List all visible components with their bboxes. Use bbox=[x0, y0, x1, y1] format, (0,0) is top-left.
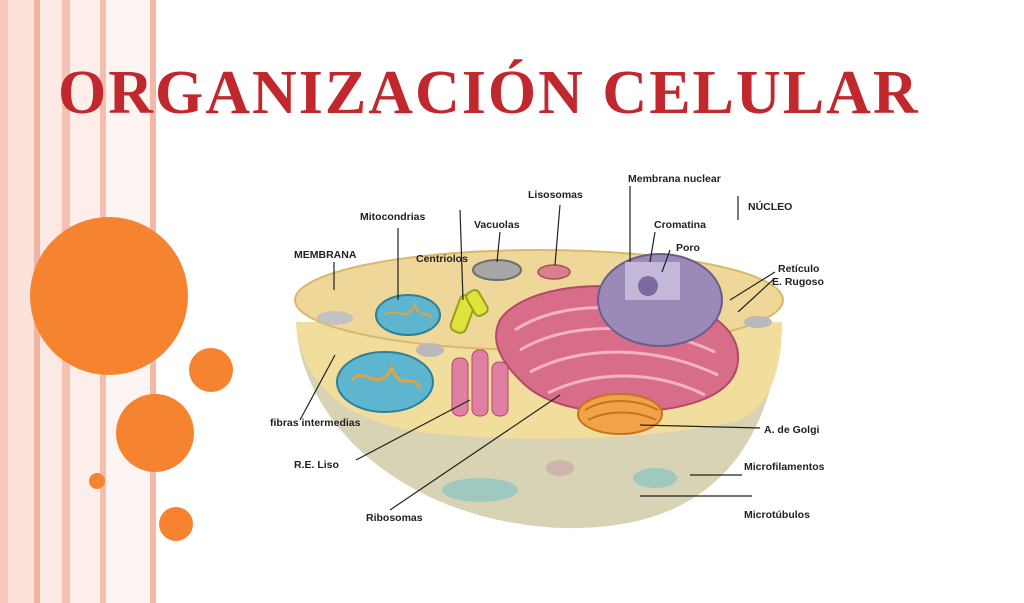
smooth-er bbox=[451, 357, 469, 417]
orange-circle-mini bbox=[159, 507, 193, 541]
lysosome bbox=[537, 264, 571, 280]
label-cromatina: Cromatina bbox=[654, 219, 706, 231]
label-centriolos: Centriolos bbox=[416, 253, 468, 265]
label-vacuolas: Vacuolas bbox=[474, 219, 520, 231]
label-poro: Poro bbox=[676, 242, 700, 254]
label-ribosomas: Ribosomas bbox=[366, 512, 423, 524]
label-nucleo: NÚCLEO bbox=[748, 200, 792, 213]
label-reticulo-rugoso: E. Rugoso bbox=[772, 276, 824, 288]
mitochondrion-2 bbox=[336, 351, 434, 413]
label-microfilamentos: Microfilamentos bbox=[744, 461, 825, 473]
vacuole bbox=[472, 259, 522, 281]
mitochondrion-1 bbox=[375, 294, 441, 336]
label-lisosomas: Lisosomas bbox=[528, 189, 583, 201]
label-microtubulos: Microtúbulos bbox=[744, 509, 810, 521]
orange-circle-medium bbox=[116, 394, 194, 472]
orange-circle-tiny bbox=[89, 473, 105, 489]
nucleolus bbox=[638, 276, 658, 296]
orange-circle-small bbox=[189, 348, 233, 392]
page-title: ORGANIZACIÓN CELULAR bbox=[58, 59, 920, 127]
inner-vesicle-3 bbox=[546, 460, 574, 476]
label-re-liso: R.E. Liso bbox=[294, 459, 339, 471]
label-membrana-nuclear: Membrana nuclear bbox=[628, 173, 721, 185]
label-reticulo: Retículo bbox=[778, 263, 819, 275]
label-fibras: fibras intermedias bbox=[270, 417, 361, 429]
golgi-apparatus bbox=[577, 393, 663, 435]
orange-circle-large bbox=[30, 217, 188, 375]
label-mitocondrias: Mitocondrias bbox=[360, 211, 425, 223]
inner-vesicle-2 bbox=[633, 468, 677, 488]
label-golgi: A. de Golgi bbox=[764, 424, 820, 436]
inner-vesicle bbox=[442, 478, 518, 502]
label-membrana: MEMBRANA bbox=[294, 249, 357, 261]
